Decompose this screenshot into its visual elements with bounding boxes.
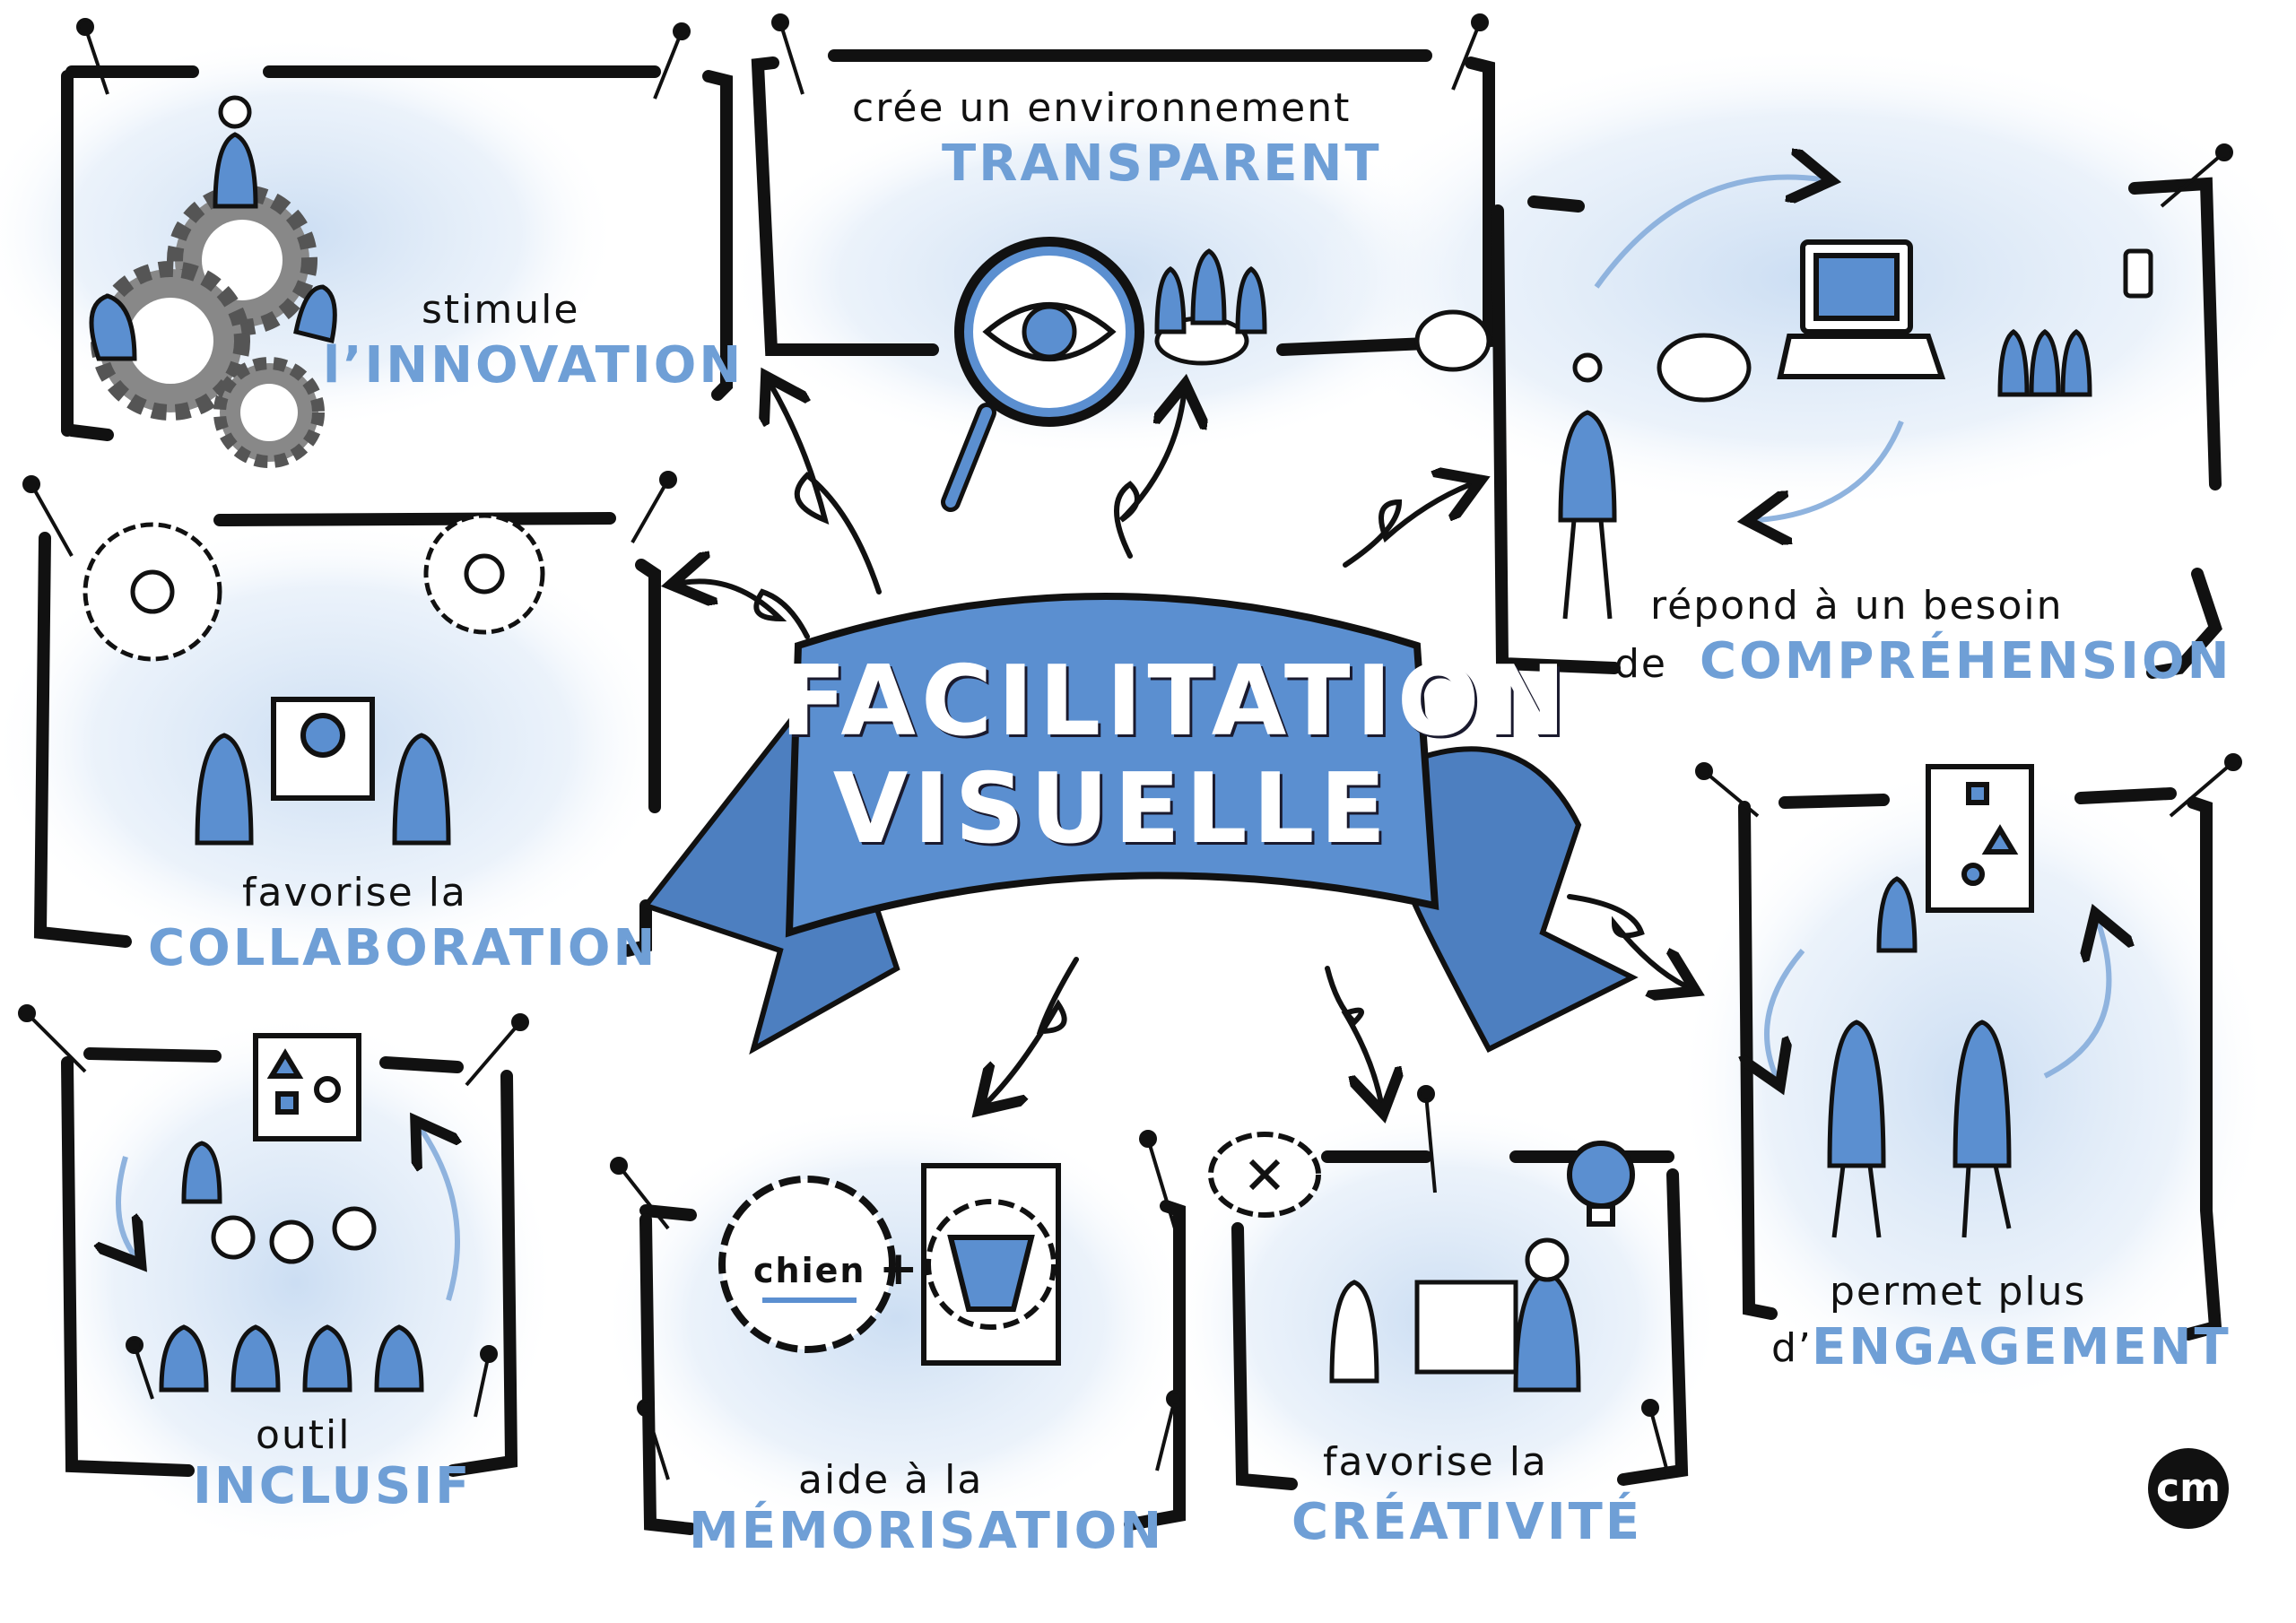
- pin-icon: [474, 1345, 498, 1418]
- connector-arrows: [682, 386, 1686, 1103]
- cm-logo: cm: [2148, 1448, 2229, 1529]
- pin-icon: [771, 13, 804, 95]
- memorisation-word: chien: [753, 1251, 866, 1290]
- pin-icon: [610, 1157, 670, 1230]
- creativite-subtitle: favorise la: [1323, 1439, 1548, 1485]
- cycle-arrow-icon: [1594, 178, 1821, 289]
- innovation-title: l’INNOVATION: [323, 336, 744, 395]
- dog-card-icon: [921, 1163, 1061, 1366]
- frame-engagement: [1738, 787, 2222, 1341]
- pin-icon: [1695, 762, 1760, 818]
- title-banner: [641, 593, 1639, 1055]
- pin-icon: [465, 1013, 529, 1087]
- cycle-arrow-icon: [422, 1130, 457, 1301]
- idea-bubbles-icon: [83, 513, 545, 662]
- cycle-arrow-icon: [1767, 949, 1805, 1076]
- pin-icon: [1451, 13, 1489, 91]
- pin-icon: [653, 22, 691, 100]
- pin-icon: [22, 475, 74, 557]
- creativite-title: CRÉATIVITÉ: [1292, 1493, 1643, 1551]
- innovation-subtitle: stimule: [422, 287, 580, 333]
- frame-comprehension: [1492, 177, 2222, 679]
- frame-inclusif: [61, 1047, 518, 1477]
- shapes-board-icon: [253, 1033, 361, 1141]
- engagement-subtitle: permet plus: [1830, 1269, 2087, 1315]
- team-icon: [1154, 248, 1267, 366]
- title-line2: VISUELLE: [832, 753, 1392, 865]
- cycle-arrow-icon: [2043, 924, 2109, 1079]
- pin-icon: [76, 18, 109, 95]
- drawing-people-icon: [1329, 1237, 1581, 1393]
- pin-icon: [1417, 1085, 1437, 1193]
- frame-transparent: [751, 49, 1495, 356]
- engagement-title: ENGAGEMENT: [1812, 1318, 2231, 1376]
- transparent-title: TRANSPARENT: [942, 135, 1382, 193]
- word-bubble-icon: [718, 1176, 896, 1353]
- group-icon: [1997, 248, 2153, 397]
- transparent-subtitle: crée un environnement: [852, 85, 1352, 131]
- cycle-arrow-icon: [118, 1156, 135, 1255]
- pin-icon: [631, 471, 677, 543]
- cycle-arrow-icon: [1758, 420, 1904, 520]
- inclusif-subtitle: outil: [256, 1412, 352, 1458]
- collaborators-icon: [195, 733, 451, 846]
- engagement-prefix: d’: [1771, 1325, 1813, 1371]
- pin-icon: [2160, 143, 2233, 208]
- person-icon: [89, 95, 337, 361]
- idea-sheet-icon: [271, 697, 375, 801]
- pin-icon: [2169, 753, 2242, 818]
- comprehension-subtitle: répond à un besoin: [1650, 583, 2064, 629]
- thinking-person-icon: [1414, 309, 1752, 620]
- memorisation-plus: +: [879, 1242, 920, 1296]
- pin-icon: [1641, 1399, 1670, 1476]
- title-line1: FACILITATION: [780, 646, 1571, 758]
- collaboration-subtitle: favorise la: [242, 870, 467, 916]
- lightbulb-icon: [1567, 1141, 1635, 1227]
- inclusif-title: INCLUSIF: [193, 1457, 473, 1515]
- frame-collaboration: [33, 512, 661, 957]
- frame-innovation: [61, 65, 733, 441]
- gears-icon: [91, 185, 325, 468]
- banner-main: [785, 593, 1439, 938]
- pin-icon: [126, 1336, 154, 1400]
- pin-icon: [1139, 1130, 1177, 1229]
- magnifier-eye-icon: [941, 237, 1144, 512]
- pin-icon: [18, 1004, 87, 1073]
- memorisation-title: MÉMORISATION: [689, 1502, 1165, 1560]
- pins: [18, 13, 2242, 1480]
- pin-icon: [1155, 1390, 1184, 1471]
- comprehension-prefix: de: [1614, 641, 1667, 687]
- banner-right-tail: [1405, 746, 1639, 1053]
- cancel-bubble-icon: [1208, 1132, 1321, 1218]
- board-shapes-icon: [1926, 764, 2034, 913]
- comprehension-title: COMPRÉHENSION: [1700, 632, 2232, 690]
- pin-icon: [637, 1399, 670, 1480]
- laptop-icon: [1777, 239, 1946, 379]
- collaboration-title: COLLABORATION: [148, 919, 658, 977]
- inclusive-group-icon: [159, 1141, 424, 1393]
- memorisation-subtitle: aide à la: [798, 1457, 984, 1503]
- engaged-people-icon: [1827, 876, 2012, 1238]
